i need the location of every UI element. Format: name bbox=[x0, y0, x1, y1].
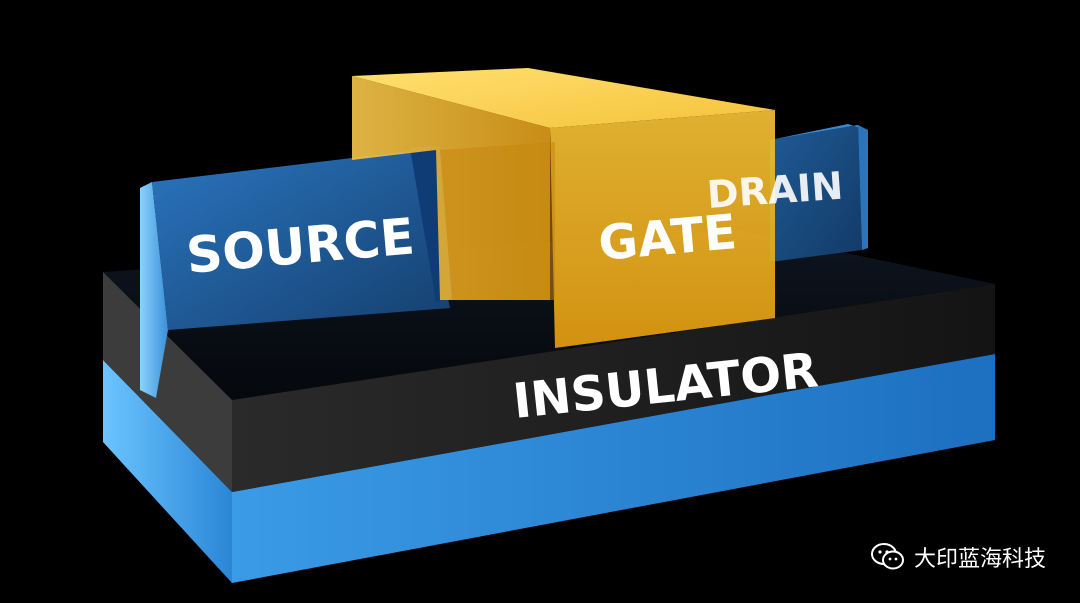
source-side-face bbox=[140, 182, 168, 398]
gate-front-face bbox=[550, 110, 775, 348]
wechat-icon bbox=[870, 543, 904, 570]
drain-front-face bbox=[770, 125, 862, 262]
drain-top-face bbox=[770, 124, 866, 140]
substrate-front-face bbox=[232, 354, 995, 583]
gate-channel-shadow bbox=[440, 142, 555, 300]
watermark: 大印蓝海科技 bbox=[870, 541, 1046, 573]
source-front-face bbox=[152, 150, 450, 330]
drain-block bbox=[770, 124, 868, 262]
drain-side-face bbox=[858, 125, 868, 250]
insulator-side-face bbox=[103, 272, 232, 492]
substrate-layer bbox=[103, 354, 995, 583]
drain-label: DRAIN bbox=[706, 164, 845, 217]
watermark-text: 大印蓝海科技 bbox=[913, 547, 1046, 572]
gate-block bbox=[352, 68, 775, 348]
substrate-side-face bbox=[103, 360, 232, 583]
insulator-front-face bbox=[232, 284, 995, 492]
gate-top-face bbox=[352, 68, 775, 128]
gate-label: GATE bbox=[596, 204, 739, 272]
